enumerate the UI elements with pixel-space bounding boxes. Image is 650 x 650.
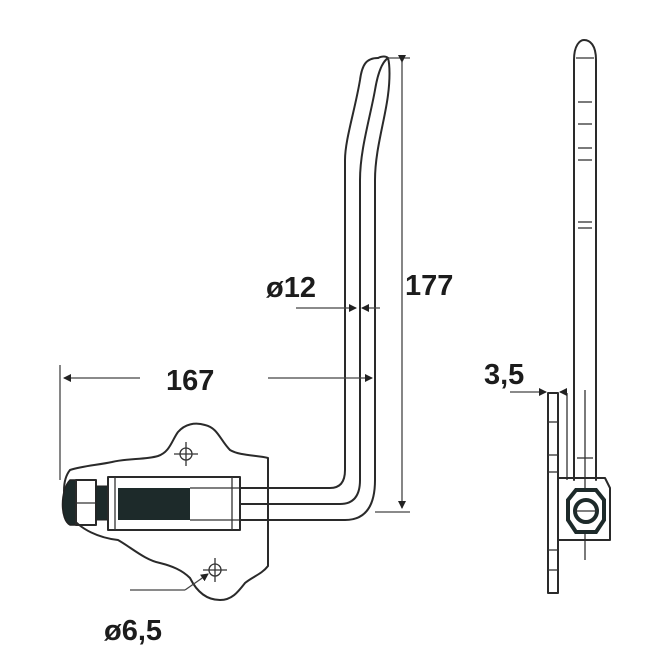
front-view: 177 ø12 167 ø6,5 (59, 55, 453, 647)
dimension-length: 167 (59, 365, 373, 480)
bent-rod (239, 55, 391, 521)
plate-thickness-label: 3,5 (484, 359, 524, 391)
side-nut (557, 477, 611, 541)
dimension-rod-diameter: ø12 (266, 272, 380, 312)
hole-bottom-crosshair (203, 558, 227, 582)
rod-grip-marks (578, 101, 592, 229)
rod-diameter-label: ø12 (266, 272, 316, 304)
side-view: 3,5 (484, 39, 611, 594)
dimension-hole-diameter: ø6,5 (104, 573, 209, 647)
hole-diameter-label: ø6,5 (104, 615, 162, 647)
spring (118, 488, 190, 520)
length-label: 167 (166, 365, 214, 397)
side-plate (547, 392, 559, 594)
height-label: 177 (405, 270, 453, 302)
pin-knob (61, 479, 109, 526)
dimension-height: 177 (375, 55, 453, 513)
hole-top-crosshair (174, 442, 198, 466)
spring-housing (107, 476, 241, 531)
dimension-plate-thickness: 3,5 (484, 359, 567, 396)
